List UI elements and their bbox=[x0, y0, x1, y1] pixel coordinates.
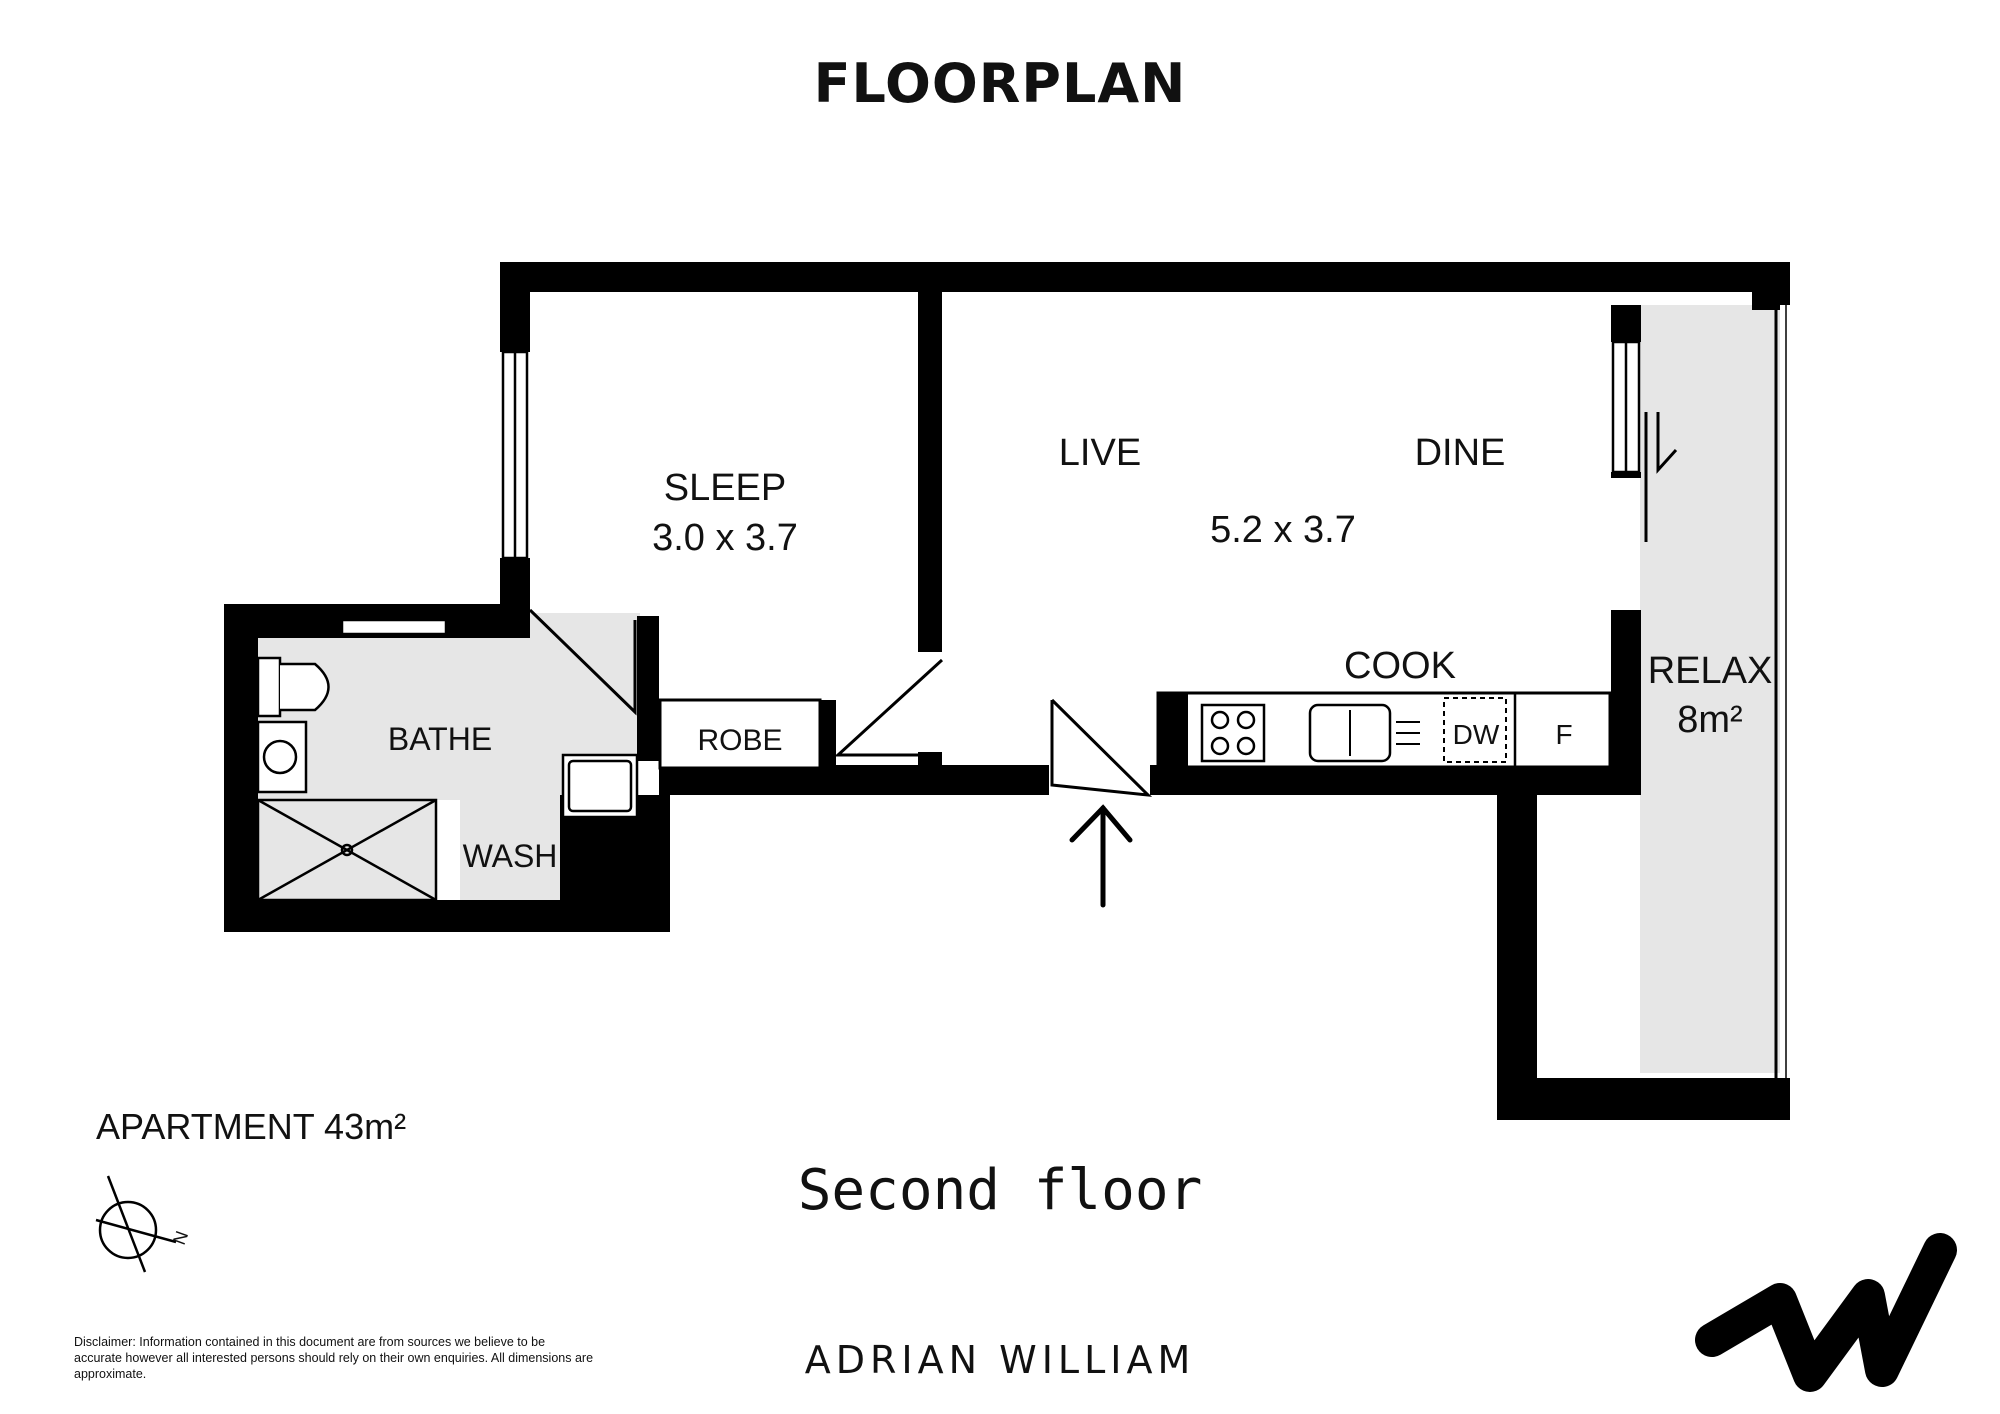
bathroom-fixtures bbox=[256, 656, 639, 902]
room-label-wash: WASH bbox=[463, 838, 558, 874]
room-label-robe: ROBE bbox=[697, 724, 782, 757]
appliance-label-fridge: F bbox=[1555, 719, 1572, 750]
room-size-sleep: 3.0 x 3.7 bbox=[652, 517, 798, 559]
bathroom-floor bbox=[257, 613, 640, 905]
compass-north-label: N bbox=[169, 1228, 192, 1247]
kitchen-bench bbox=[1156, 691, 1612, 769]
apartment-area: APARTMENT 43m² bbox=[96, 1106, 407, 1147]
compass-icon: N bbox=[95, 1175, 192, 1273]
robe-cabinet bbox=[658, 698, 822, 770]
page-title: FLOORPLAN bbox=[813, 52, 1187, 115]
brand-logo-icon bbox=[1695, 1233, 1957, 1392]
room-size-relax: 8m² bbox=[1677, 699, 1742, 741]
room-label-live: LIVE bbox=[1059, 432, 1141, 474]
brand-name: ADRIAN WILLIAM bbox=[804, 1338, 1196, 1382]
room-label-bathe: BATHE bbox=[388, 721, 492, 757]
entry-arrow-icon bbox=[1069, 804, 1133, 908]
balcony-area bbox=[1640, 305, 1782, 1073]
room-size-living: 5.2 x 3.7 bbox=[1210, 509, 1356, 551]
floor-subtitle: Second floor bbox=[797, 1158, 1203, 1223]
doors bbox=[528, 412, 1678, 797]
room-label-sleep: SLEEP bbox=[664, 467, 787, 509]
walls bbox=[224, 262, 1790, 1120]
room-label-cook: COOK bbox=[1344, 645, 1456, 687]
disclaimer-text: Disclaimer: Information contained in thi… bbox=[74, 1335, 594, 1381]
room-label-relax: RELAX bbox=[1648, 650, 1773, 692]
room-label-dine: DINE bbox=[1415, 432, 1506, 474]
appliance-label-dishwasher: DW bbox=[1453, 719, 1500, 750]
windows bbox=[340, 340, 1641, 636]
